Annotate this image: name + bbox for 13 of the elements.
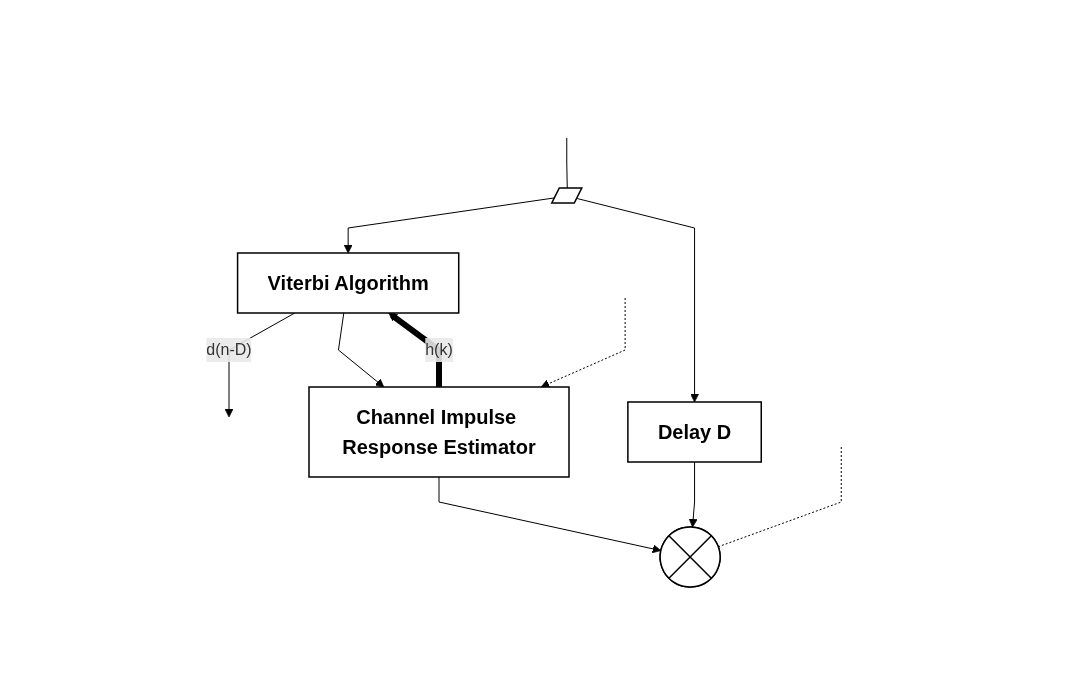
arrow [343, 197, 556, 254]
connector [566, 137, 568, 189]
node-box: Delay D [627, 401, 762, 463]
arrow [576, 198, 699, 403]
arrow [540, 297, 626, 388]
edge-label: h(k) [425, 341, 453, 358]
arrow [337, 312, 385, 388]
node-box: Channel Impulse Response Estimator [308, 386, 570, 478]
node-switch [550, 187, 583, 204]
node-box: Viterbi Algorithm [236, 252, 460, 314]
arrow [688, 461, 698, 528]
arrow [438, 476, 662, 554]
edge-label: d(n-D) [206, 341, 252, 358]
